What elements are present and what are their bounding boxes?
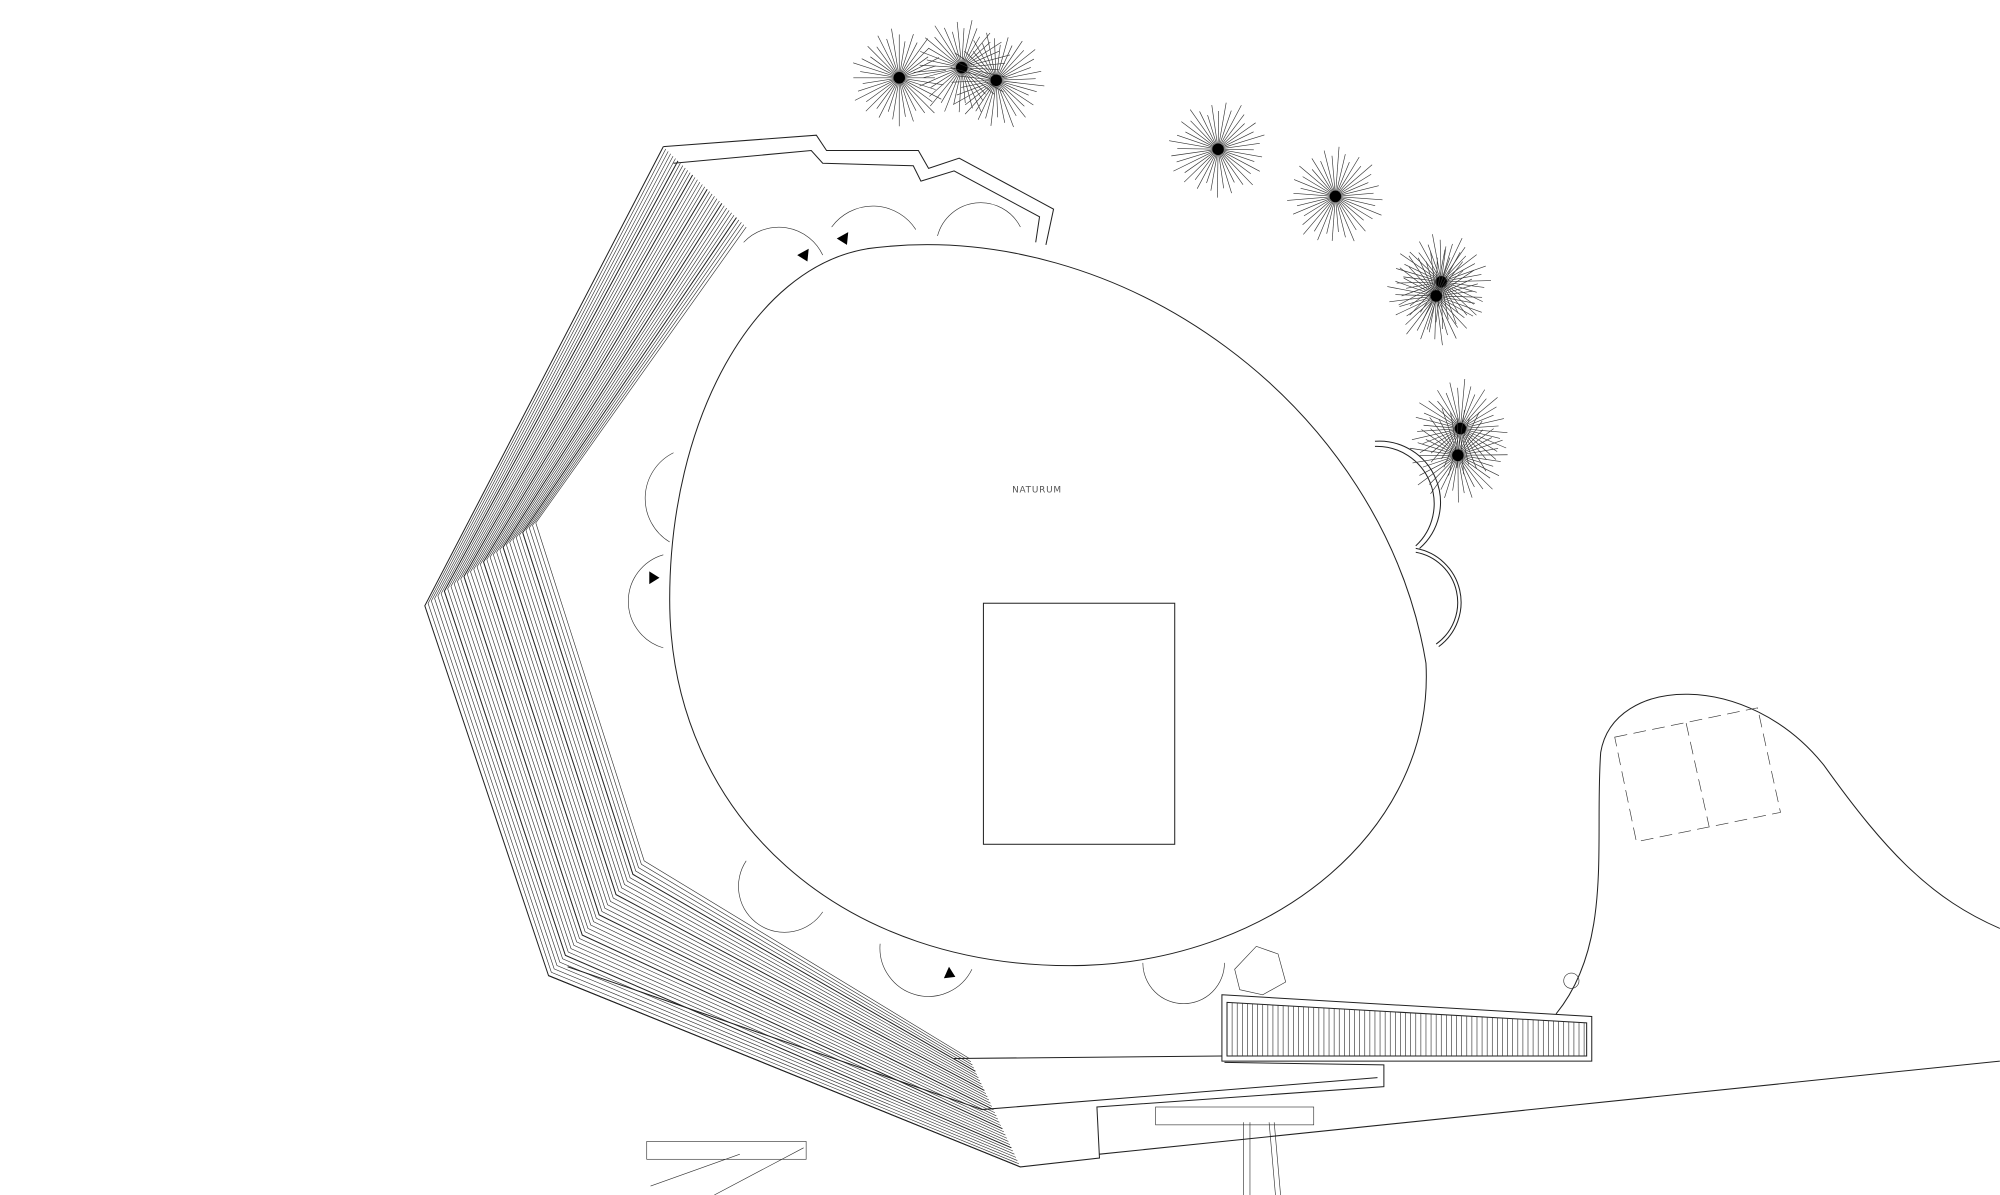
deck-top-edge <box>663 134 1055 245</box>
deck-board <box>470 179 1000 1123</box>
tree-icon <box>1409 408 1508 503</box>
tree-icon <box>1287 146 1383 242</box>
tree-icon <box>853 28 946 127</box>
interior-room <box>982 602 1176 845</box>
deck-board <box>430 151 1018 1161</box>
parking-area <box>1614 707 1781 843</box>
arrow-icon <box>797 248 809 262</box>
trees <box>853 20 1508 503</box>
deck-board <box>460 172 1005 1133</box>
deck-board <box>443 160 1012 1149</box>
timber-deck <box>424 146 1021 1168</box>
boardwalk <box>1221 994 1593 1062</box>
arrow-icon <box>943 966 956 979</box>
deck-board <box>512 210 981 1082</box>
arrow-icon <box>836 232 849 245</box>
deck-board <box>506 205 984 1088</box>
entrance-arcs <box>628 202 1462 1004</box>
rock <box>1234 945 1287 996</box>
deck-board <box>466 177 1002 1126</box>
deck-board <box>427 148 1020 1165</box>
deck-board <box>502 203 985 1091</box>
marker-icon <box>1563 972 1580 989</box>
deck-board <box>535 226 970 1059</box>
deck-board <box>493 196 990 1101</box>
deck-board <box>476 184 997 1117</box>
deck-board <box>440 158 1014 1152</box>
deck-board <box>522 217 976 1072</box>
deck-board <box>496 198 988 1098</box>
deck-board <box>489 193 991 1104</box>
deck-board <box>457 170 1006 1136</box>
arrow-icon <box>649 571 660 585</box>
tree-icon <box>1169 102 1265 198</box>
tree-icon <box>950 32 1045 128</box>
deck-board <box>483 188 994 1111</box>
deck-board <box>532 224 972 1062</box>
deck-board <box>463 174 1003 1130</box>
deck-board <box>437 155 1015 1155</box>
naturum-building-outline <box>669 244 1427 966</box>
building-label: NATURUM <box>1012 485 1062 495</box>
deck-board <box>453 167 1008 1139</box>
bench <box>646 1141 807 1160</box>
deck-board <box>509 207 982 1085</box>
road-edge <box>1099 1060 2000 1155</box>
tree-icon <box>1387 249 1483 346</box>
deck-board <box>447 163 1011 1145</box>
direction-arrows <box>649 232 956 979</box>
deck-board <box>519 215 978 1075</box>
bench <box>1155 1106 1315 1126</box>
deck-board <box>499 200 987 1094</box>
deck-board <box>486 191 993 1107</box>
deck-bottom-edge <box>548 966 1385 1195</box>
deck-board <box>528 222 973 1066</box>
deck-board <box>434 153 1017 1158</box>
deck-board <box>473 181 999 1120</box>
deck-board <box>450 165 1009 1142</box>
deck-board <box>525 219 975 1069</box>
deck-board <box>515 212 979 1078</box>
deck-board <box>479 186 996 1114</box>
path-curve <box>1555 693 2000 1015</box>
